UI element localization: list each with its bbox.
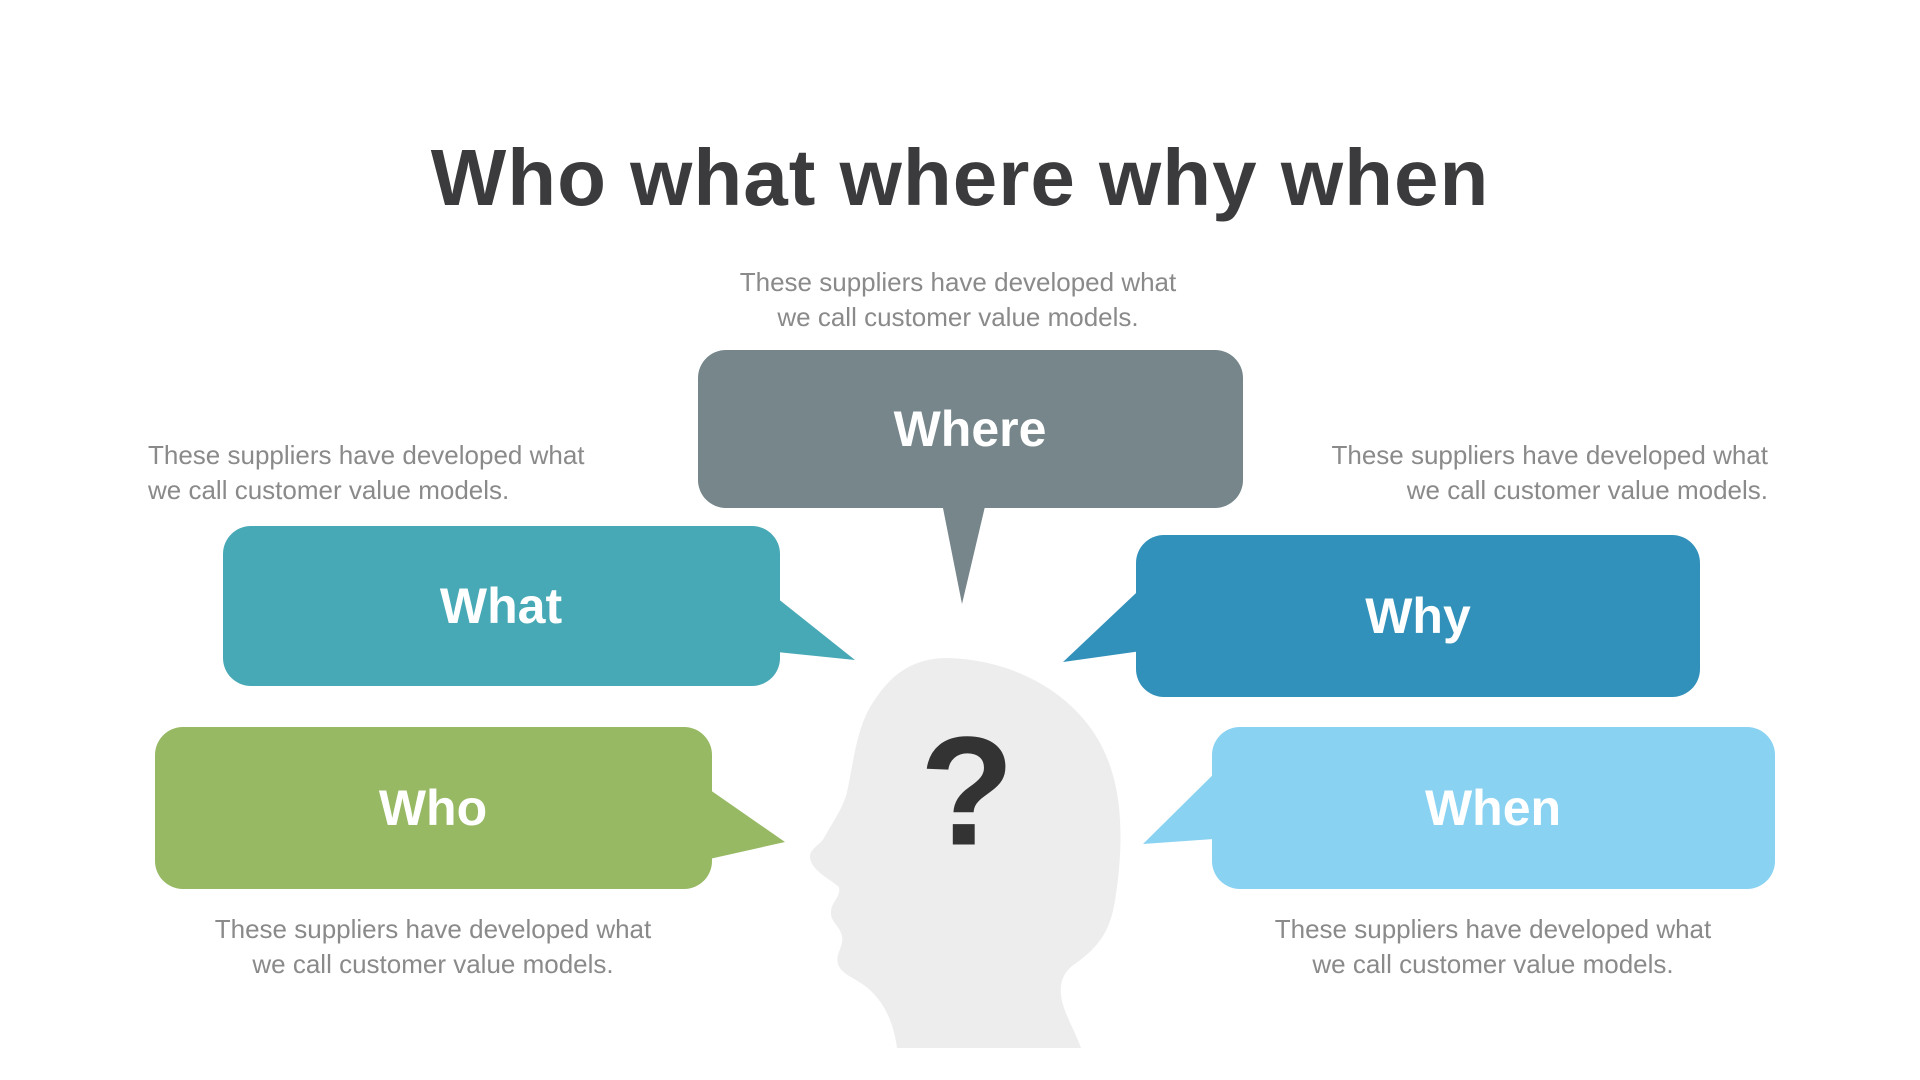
caption-line: we call customer value models. <box>1312 949 1674 979</box>
why-bubble <box>1063 535 1700 697</box>
where-bubble-tail <box>941 498 987 604</box>
why-bubble-body <box>1136 535 1700 697</box>
why-caption: These suppliers have developed what we c… <box>1331 438 1768 508</box>
where-caption: These suppliers have developed what we c… <box>740 265 1177 335</box>
who-bubble-label: Who <box>378 780 488 836</box>
caption-line: These suppliers have developed what <box>214 914 652 944</box>
when-bubble-label: When <box>1424 780 1562 836</box>
caption-line: These suppliers have developed what <box>148 440 585 470</box>
where-bubble <box>698 350 1243 604</box>
who-bubble-tail <box>690 776 785 862</box>
when-bubble-tail <box>1143 756 1232 844</box>
head-silhouette <box>809 658 1121 1048</box>
where-bubble-body <box>698 350 1243 508</box>
caption-line: These suppliers have developed what <box>1331 440 1768 470</box>
when-bubble-body <box>1212 727 1775 889</box>
what-bubble <box>223 526 855 686</box>
caption-line: we call customer value models. <box>252 949 614 979</box>
who-caption: These suppliers have developed what we c… <box>215 912 652 982</box>
question-mark: ? <box>919 704 1015 878</box>
why-bubble-tail <box>1063 578 1152 662</box>
what-bubble-label: What <box>439 578 563 634</box>
why-bubble-label: Why <box>1365 588 1471 644</box>
who-bubble <box>155 727 785 889</box>
caption-line: we call customer value models. <box>148 475 510 505</box>
caption-line: we call customer value models. <box>1406 475 1768 505</box>
when-caption: These suppliers have developed what we c… <box>1275 912 1712 982</box>
when-bubble <box>1143 727 1775 889</box>
caption-line: we call customer value models. <box>777 302 1139 332</box>
who-bubble-body <box>155 727 712 889</box>
what-bubble-body <box>223 526 780 686</box>
what-caption: These suppliers have developed what we c… <box>148 438 585 508</box>
where-bubble-label: Where <box>893 401 1047 457</box>
caption-line: These suppliers have developed what <box>1274 914 1712 944</box>
page-title: Who what where why when <box>430 132 1490 222</box>
caption-line: These suppliers have developed what <box>739 267 1177 297</box>
